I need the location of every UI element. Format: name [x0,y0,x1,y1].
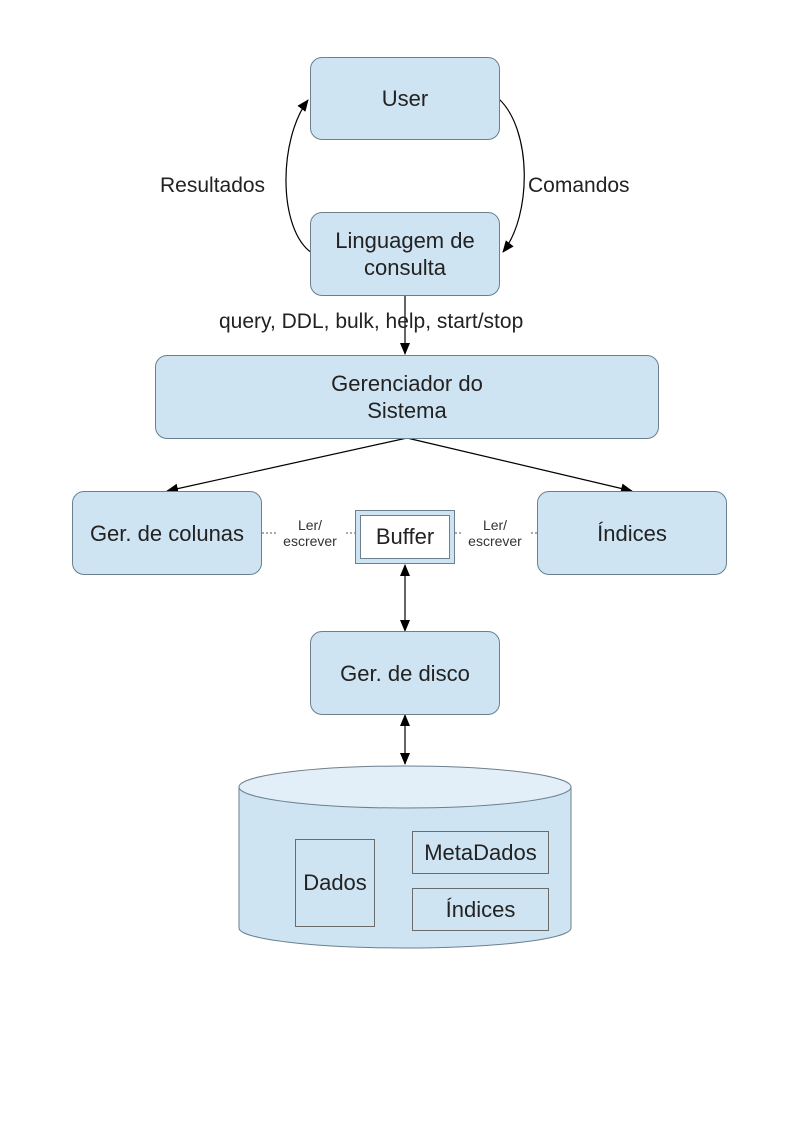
edge-commands [498,98,525,253]
label-read-write-left: Ler/ escrever [276,517,344,549]
storage-indices: Índices [412,888,549,931]
storage-indices-label: Índices [445,896,516,922]
label-read-write-right: Ler/ escrever [461,517,529,549]
storage-cylinder [238,765,572,949]
edge-manager-to-indices [406,437,633,494]
node-system-manager-label: Gerenciador do Sistema [331,371,483,423]
node-buffer-inner: Buffer [360,515,450,559]
node-column-manager-label: Ger. de colunas [89,520,245,546]
node-query-language-label: Linguagem de consulta [335,228,475,280]
label-operations: query, DDL, bulk, help, start/stop [219,310,524,333]
storage-metadata-label: MetaDados [424,839,537,865]
node-buffer: Buffer [355,510,455,564]
node-indices: Índices [537,491,727,575]
storage-data: Dados [295,839,375,927]
edge-manager-to-columns [166,437,408,494]
label-results: Resultados [160,174,266,197]
storage-metadata: MetaDados [412,831,549,874]
storage-data-label: Dados [303,870,367,895]
node-column-manager: Ger. de colunas [72,491,262,575]
node-buffer-label: Buffer [375,524,435,549]
label-commands: Comandos [528,174,630,197]
node-disk-manager: Ger. de disco [310,631,500,715]
node-indices-label: Índices [597,520,667,546]
node-system-manager: Gerenciador do Sistema [155,355,659,439]
node-user: User [310,57,500,140]
node-query-language: Linguagem de consulta [310,212,500,296]
edge-results [285,99,313,254]
node-disk-manager-label: Ger. de disco [340,660,470,686]
node-user-label: User [381,86,429,111]
